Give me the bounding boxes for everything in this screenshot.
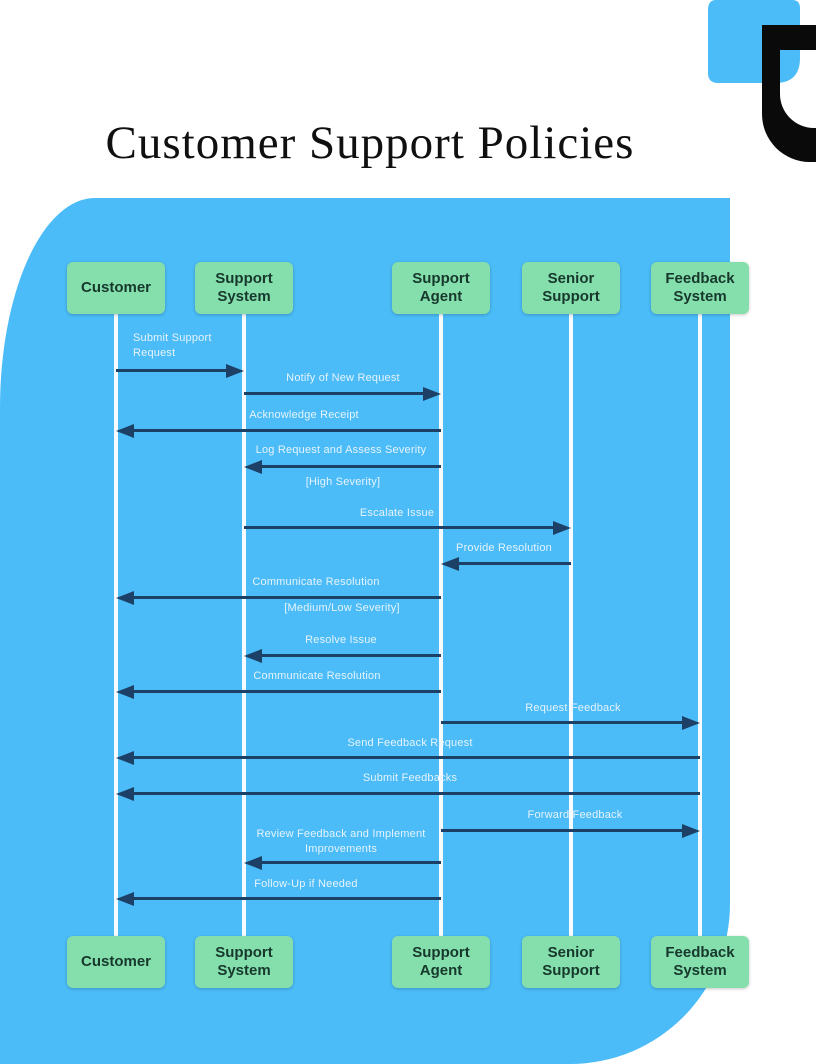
- lifeline-feedback-system: [698, 313, 702, 937]
- message-label: Submit Feedbacks: [362, 772, 458, 784]
- actor-box-support-system-bottom: Support System: [195, 936, 293, 988]
- message-label: Resolve Issue: [305, 634, 377, 646]
- message-arrow-line: [244, 526, 555, 529]
- arrowhead-right-icon: [423, 387, 441, 401]
- message-arrow-line: [132, 429, 441, 432]
- message-arrow-line: [260, 861, 441, 864]
- message-label: Notify of New Request: [286, 372, 400, 384]
- message-label: Follow-Up if Needed: [254, 878, 358, 890]
- arrowhead-right-icon: [226, 364, 244, 378]
- message-arrow-line: [132, 690, 441, 693]
- message-label: Log Request and Assess Severity: [255, 444, 427, 456]
- arrowhead-left-icon: [244, 649, 262, 663]
- actor-box-senior-support-bottom: Senior Support: [522, 936, 620, 988]
- message-arrow-line: [260, 465, 441, 468]
- message-label: Submit Support Request: [133, 332, 212, 359]
- decor-black-bracket-icon: [762, 25, 816, 162]
- message-label: Escalate Issue: [359, 507, 435, 519]
- message-arrow-line: [132, 596, 441, 599]
- note-label: [High Severity]: [305, 476, 381, 488]
- message-arrow-line: [132, 756, 700, 759]
- message-label: Provide Resolution: [456, 542, 552, 554]
- message-label: Acknowledge Receipt: [249, 409, 359, 421]
- message-label: Forward Feedback: [527, 809, 623, 821]
- page-title: Customer Support Policies: [105, 117, 635, 169]
- arrowhead-left-icon: [441, 557, 459, 571]
- message-arrow-line: [244, 392, 425, 395]
- arrowhead-left-icon: [116, 751, 134, 765]
- message-label: Communicate Resolution: [253, 670, 381, 682]
- message-label: Communicate Resolution: [252, 576, 380, 588]
- message-arrow-line: [132, 792, 700, 795]
- message-arrow-line: [116, 369, 228, 372]
- actor-box-support-agent-bottom: Support Agent: [392, 936, 490, 988]
- lifeline-senior-support: [569, 313, 573, 937]
- actor-box-support-agent-top: Support Agent: [392, 262, 490, 314]
- message-arrow-line: [441, 721, 684, 724]
- arrowhead-left-icon: [244, 460, 262, 474]
- message-label: Review Feedback and Implement Improvemen…: [256, 828, 426, 855]
- message-arrow-line: [132, 897, 441, 900]
- actor-box-feedback-system-top: Feedback System: [651, 262, 749, 314]
- arrowhead-right-icon: [553, 521, 571, 535]
- note-label: [Medium/Low Severity]: [284, 602, 400, 614]
- arrowhead-right-icon: [682, 716, 700, 730]
- arrowhead-right-icon: [682, 824, 700, 838]
- arrowhead-left-icon: [116, 685, 134, 699]
- lifeline-customer: [114, 313, 118, 937]
- actor-box-feedback-system-bottom: Feedback System: [651, 936, 749, 988]
- arrowhead-left-icon: [116, 892, 134, 906]
- arrowhead-left-icon: [116, 591, 134, 605]
- lifeline-support-system: [242, 313, 246, 937]
- message-label: Send Feedback Request: [347, 737, 473, 749]
- corner-decoration: [708, 0, 816, 162]
- arrowhead-left-icon: [244, 856, 262, 870]
- actor-box-support-system-top: Support System: [195, 262, 293, 314]
- actor-box-customer-top: Customer: [67, 262, 165, 314]
- diagram-background-panel: [0, 198, 730, 1064]
- lifeline-support-agent: [439, 313, 443, 937]
- message-arrow-line: [260, 654, 441, 657]
- actor-box-customer-bottom: Customer: [67, 936, 165, 988]
- message-arrow-line: [457, 562, 571, 565]
- actor-box-senior-support-top: Senior Support: [522, 262, 620, 314]
- arrowhead-left-icon: [116, 424, 134, 438]
- message-arrow-line: [441, 829, 684, 832]
- arrowhead-left-icon: [116, 787, 134, 801]
- message-label: Request Feedback: [525, 702, 621, 714]
